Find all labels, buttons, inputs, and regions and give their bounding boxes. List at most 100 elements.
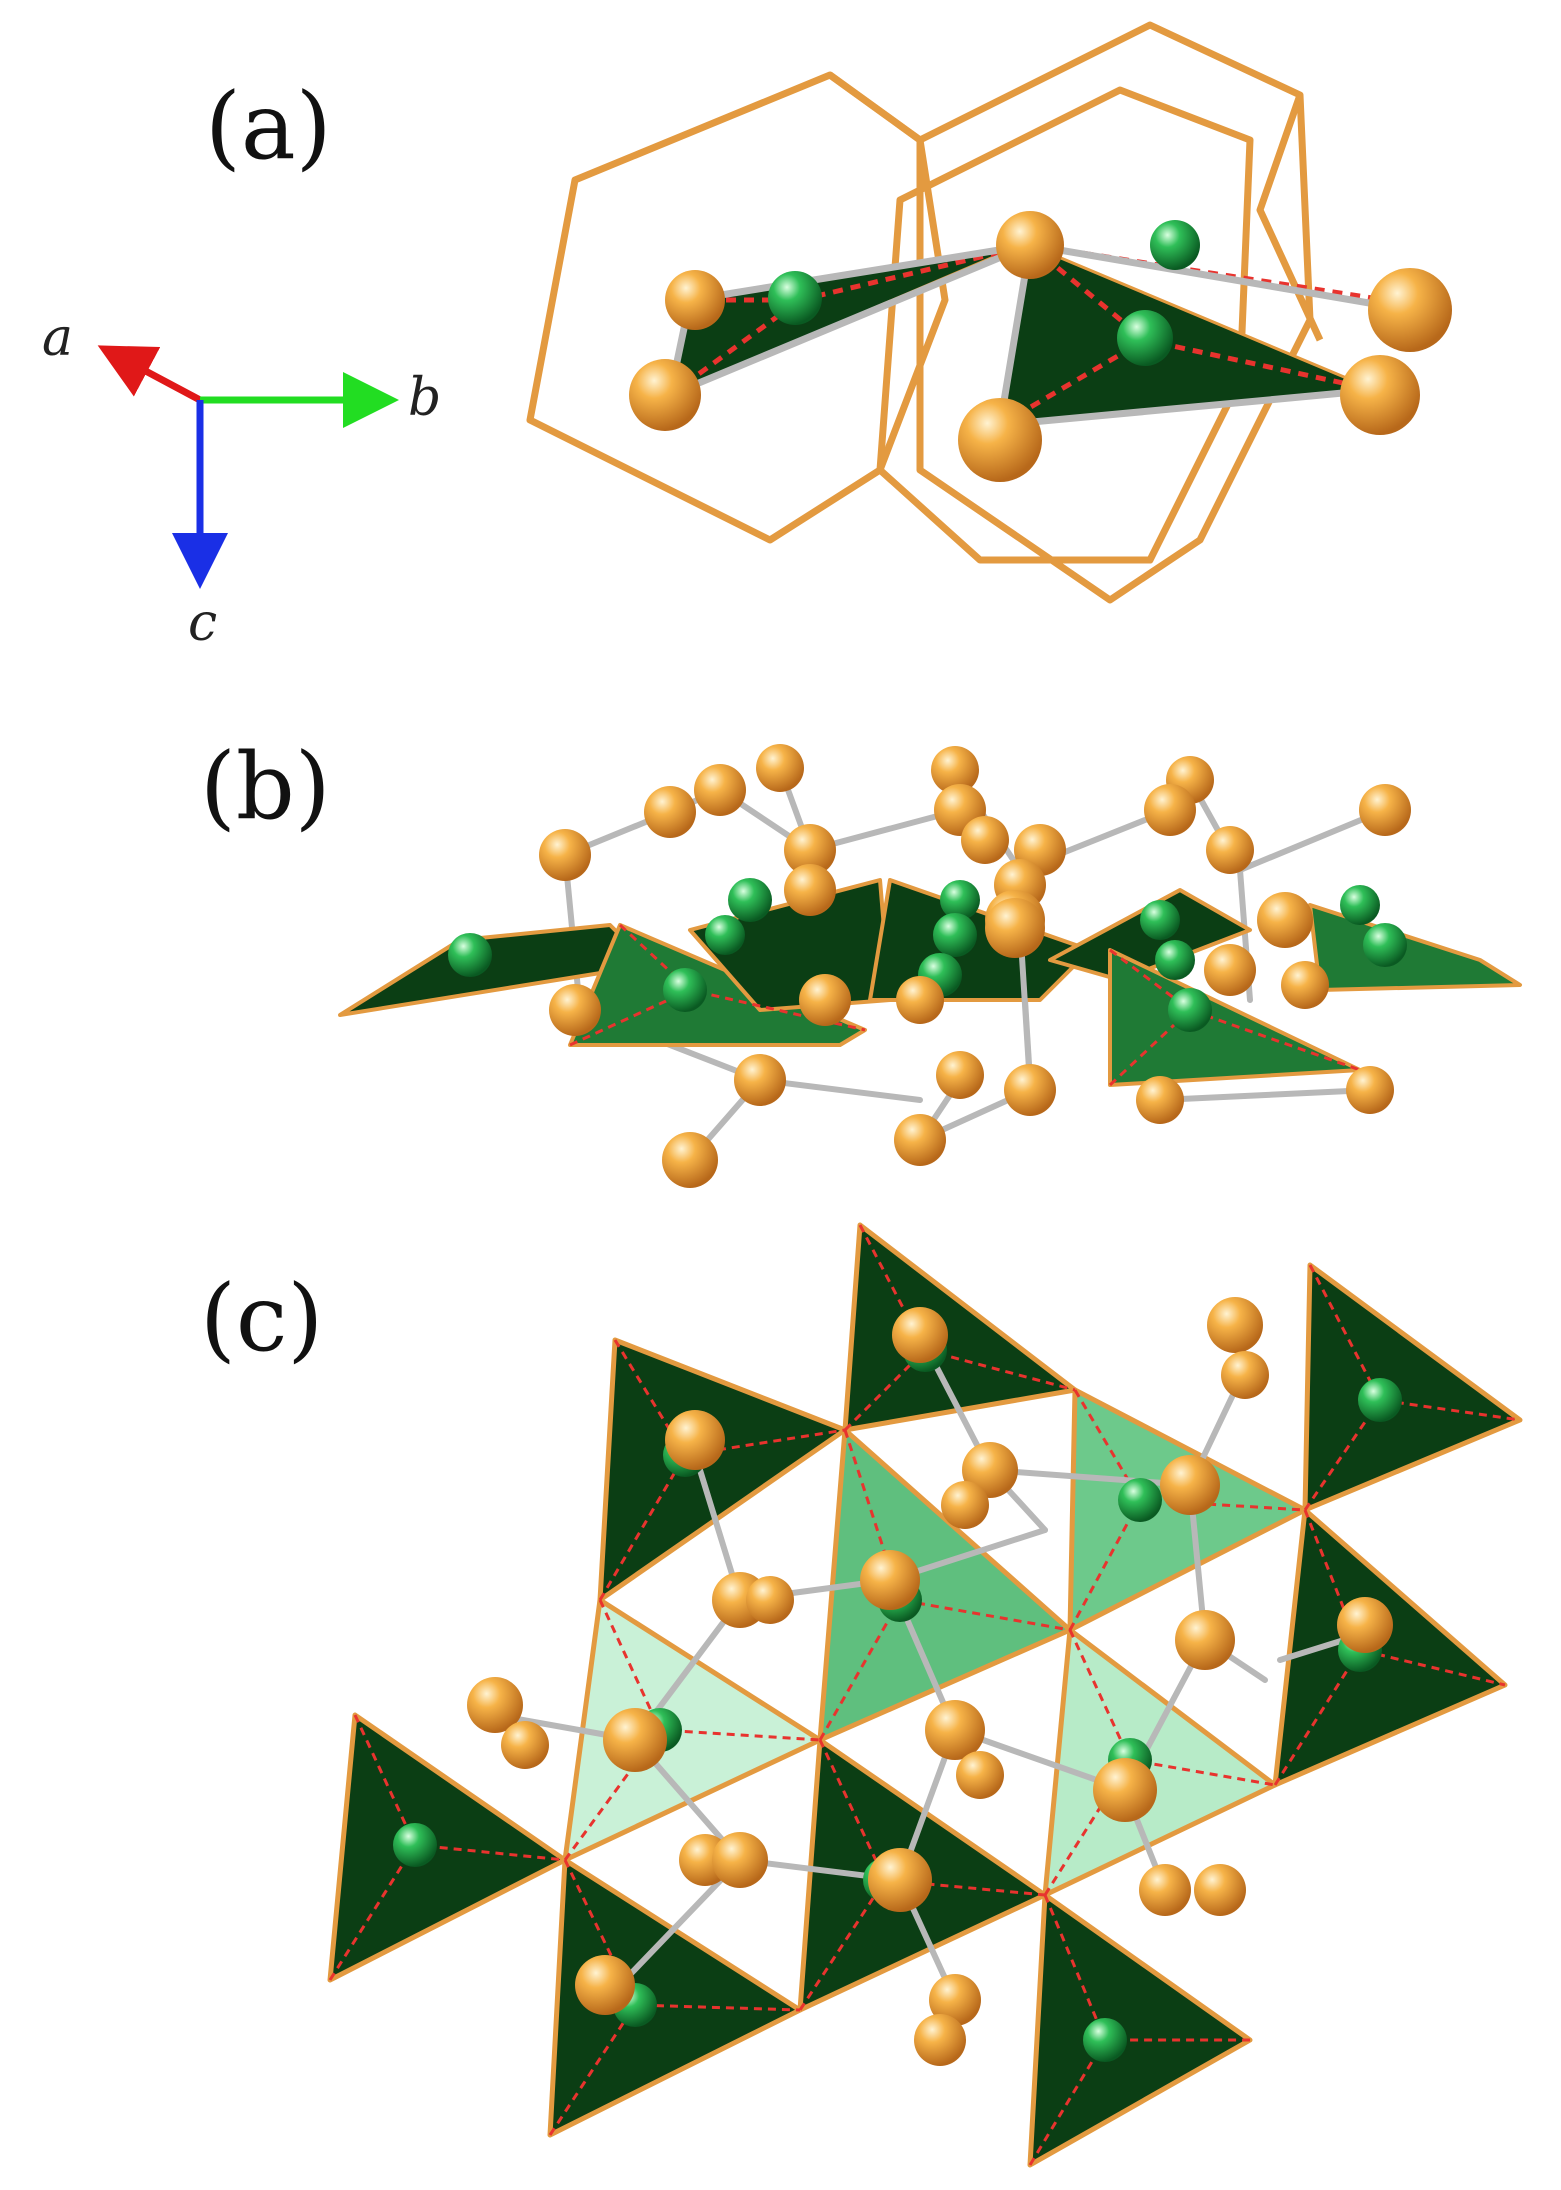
a-axis-arrow [97,345,202,404]
orange-atom [958,398,1042,482]
bond-a1 [686,241,1034,304]
green-atom [393,1823,437,1867]
orange-atom [467,1677,523,1733]
orange-atom [1206,826,1254,874]
atoms-a [629,211,1452,482]
orange-atom [1340,355,1420,435]
orange-atom [665,1410,725,1470]
orange-atom [1346,1066,1394,1114]
orange-atom [1175,1610,1235,1670]
green-atom [1340,885,1380,925]
orange-atom [575,1955,635,2015]
dashed-bond-b [1109,948,1191,1012]
orange-atom [539,829,591,881]
orange-atom [665,270,725,330]
tetrahedron-c-dark [842,1222,1078,1433]
dashed-bond-c [613,1339,846,1457]
panel-a-label: (a) [205,73,332,180]
orange-atom [1281,961,1329,1009]
tetrahedron-c-dark [597,1337,848,1603]
orange-atom [894,1114,946,1166]
orange-atom [1136,1076,1184,1124]
tetrahedron-c-dark [1027,1892,1253,2168]
axis-triad: a b c [42,308,441,653]
green-atom [1117,310,1173,366]
orange-atom [996,211,1064,279]
orange-atom [985,898,1045,958]
panel-b-label: (b) [200,733,331,840]
cage-frame-4 [827,72,924,470]
orange-atom [929,1974,981,2026]
dashed-bond-b [1108,1008,1361,1087]
green-atom [448,933,492,977]
dashed-bond-b [618,923,692,992]
cage-frame-3 [876,86,1254,564]
green-atom [933,913,977,957]
bond-b [757,1077,923,1103]
orange-atom [961,816,1009,864]
orange-atom [1139,1864,1191,1916]
green-atom [1150,220,1200,270]
orange-atom [756,744,804,792]
orange-atom [694,764,746,816]
green-atom [663,968,707,1012]
orange-atom [1004,1064,1056,1116]
dashed-bond-c [548,2004,637,2136]
orange-atom [868,1848,932,1912]
orange-atom [501,1721,549,1769]
dashed-bond-c [328,1844,417,1981]
tetrahedron-c-light [562,1597,823,1863]
dashed-bond-c [843,1348,927,1432]
tetrahedron-c-dark [547,1857,803,2138]
tetrahedron-c-dark [1302,1262,1523,1513]
tetrahedron-b [868,878,1092,1002]
green-atom [1140,900,1180,940]
green-atom [1363,923,1407,967]
orange-atom [1144,784,1196,836]
atoms-b [448,744,1411,1188]
orange-atom [860,1550,920,1610]
orange-atom [925,1700,985,1760]
orange-atom [1221,1351,1269,1399]
panel-c-label: (c) [200,1265,323,1372]
orange-atom [712,1832,768,1888]
orange-atom [931,746,979,794]
dashed-bond-c [1273,1649,1362,1786]
orange-atom [914,2014,966,2066]
orange-atom [956,1751,1004,1799]
b-axis-label: b [408,368,441,428]
orange-atom [936,1051,984,1099]
panel-a: (a) a b c [42,21,1452,653]
cage-frames [526,21,1324,604]
green-atom [1168,988,1212,1032]
orange-atom [746,1576,794,1624]
orange-atom [1359,784,1411,836]
bond-a5 [1026,241,1414,314]
orange-atom [644,786,696,838]
green-atom [1358,1378,1402,1422]
orange-atom [549,984,601,1036]
green-atom [768,271,822,325]
orange-atom [1160,1455,1220,1515]
orange-atom [1194,1864,1246,1916]
orange-atom [1204,944,1256,996]
tetrahedron-b [1108,948,1362,1087]
orange-atom [734,1054,786,1106]
tetrahedron-b [338,923,652,1017]
orange-atom [784,864,836,916]
orange-atom [603,1708,667,1772]
bond-b [1157,1087,1373,1103]
green-atom [1155,940,1195,980]
orange-atom [896,976,944,1024]
tetrahedron-c-dark [1272,1507,1508,1788]
dashed-bond-c [598,1454,687,1601]
green-atom [705,915,745,955]
green-atom [728,878,772,922]
orange-atom [1093,1758,1157,1822]
a-axis-label: a [42,308,73,368]
orange-atoms-c [467,1297,1393,2066]
tetrahedron-b [1308,903,1522,992]
orange-atom [1337,1597,1393,1653]
orange-atom [1257,892,1313,948]
orange-atom [941,1481,989,1529]
